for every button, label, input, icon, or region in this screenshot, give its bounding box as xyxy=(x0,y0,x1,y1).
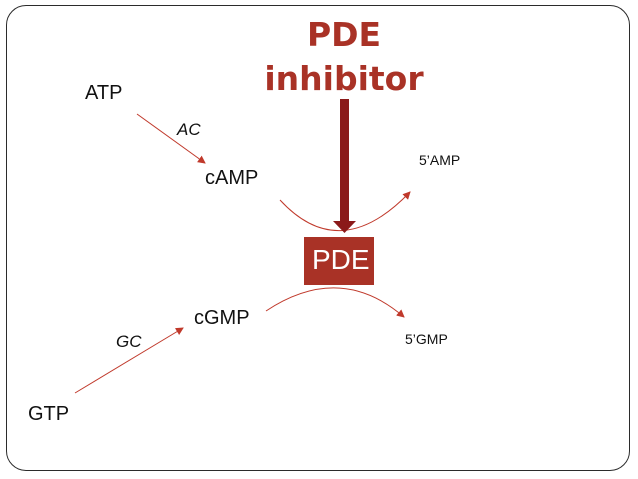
atp-label: ATP xyxy=(85,82,123,104)
5amp-label: 5’AMP xyxy=(419,152,461,168)
camp-label: cAMP xyxy=(205,167,259,189)
slide-frame xyxy=(6,5,630,471)
title-pde: PDE xyxy=(306,15,382,54)
ac-enzyme-label: AC xyxy=(177,120,201,139)
pde-enzyme-box: PDE xyxy=(304,237,374,285)
gtp-to-cgmp-arrow xyxy=(74,327,184,394)
title-inhibitor: inhibitor xyxy=(264,59,424,98)
gc-enzyme-label: GC xyxy=(116,332,142,351)
gtp-label: GTP xyxy=(28,403,70,425)
inhibitor-arrow-head xyxy=(333,221,356,233)
5gmp-label: 5’GMP xyxy=(405,331,448,347)
cgmp-label: cGMP xyxy=(194,307,250,329)
cgmp-to-5gmp-curve xyxy=(265,287,405,318)
inhibitor-arrow-shaft xyxy=(340,99,349,222)
atp-to-camp-arrow xyxy=(136,113,206,164)
pde-enzyme-label: PDE xyxy=(312,244,370,275)
